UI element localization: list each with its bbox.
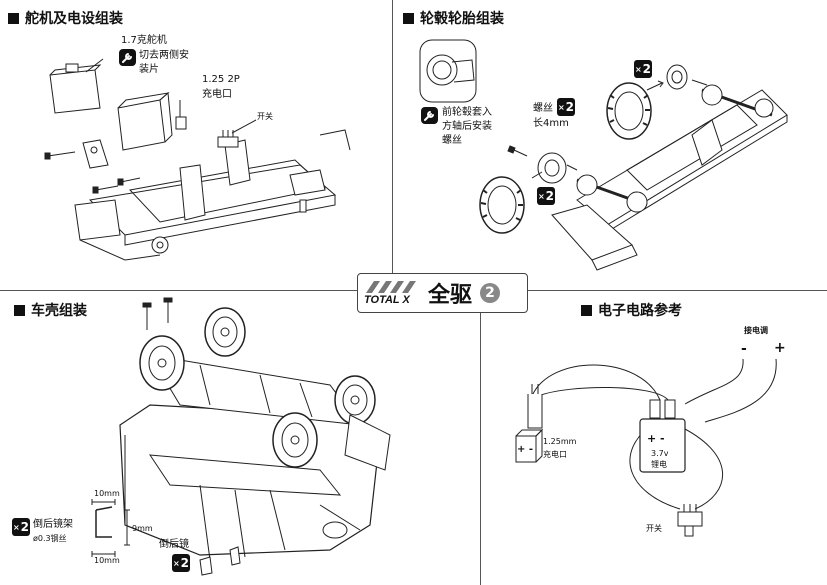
vertical-divider-top [392, 0, 393, 276]
total-x-logo: TOTAL X 全驱 2 [357, 273, 528, 313]
bracket-label: 倒后镜架 [33, 519, 73, 530]
bracket-quantity-badge: ×2 [12, 518, 30, 536]
logo-name: 全驱 [428, 283, 473, 308]
battery-label-1: 3.7v [651, 449, 669, 458]
hub-note-2: 方轴后安装 [442, 121, 492, 132]
mirror-label: 倒后镜 [159, 539, 189, 550]
x-icon: × [557, 102, 565, 112]
x-icon: × [634, 64, 642, 74]
battery-pins-label: + - [647, 432, 665, 445]
dim-bottom-label: 10mm [94, 556, 120, 565]
x-icon: × [12, 522, 20, 532]
x-icon: × [172, 558, 180, 568]
logo-brand: TOTAL X [364, 294, 410, 306]
quantity-badge-upper: ×2 [634, 60, 652, 78]
esc-plus-label: + [774, 340, 786, 356]
esc-minus-label: - [741, 341, 747, 357]
servo-section-title: 舵机及电设组装 [8, 8, 123, 28]
battery-label-2: 锂电 [651, 460, 667, 469]
hub-note-3: 螺丝 [442, 135, 462, 146]
circuit-switch-label: 开关 [646, 524, 662, 533]
servo-assembly-drawing [44, 58, 351, 261]
esc-label: 接电调 [744, 326, 768, 335]
dim-top-label: 10mm [94, 489, 120, 498]
title-square-icon [14, 304, 25, 316]
title-square-icon [403, 12, 414, 24]
quantity-badge-lower: ×2 [537, 187, 555, 205]
port-label-1: 1.25 2P [202, 74, 240, 85]
tire-shapes [139, 307, 376, 468]
screw-label-2: 长4mm [533, 118, 569, 129]
quantity-badge-screw: ×2 [557, 98, 575, 116]
body-section-title: 车壳组装 [14, 300, 87, 320]
switch-label: 开关 [257, 112, 273, 121]
circuit-diagram [515, 358, 777, 537]
wrench-icon [421, 107, 438, 124]
wrench-icon [119, 49, 136, 66]
wheels-section-title: 轮毂轮胎组装 [403, 8, 504, 28]
port-label-1: 1.25mm [543, 437, 577, 446]
servo-label-2: 切去两侧安 [139, 50, 189, 61]
wheels-assembly-drawing [419, 39, 788, 271]
bracket-wire-label: ø0.3钢丝 [33, 534, 67, 543]
dim-side-label: 9mm [132, 524, 153, 533]
port-label-2: 充电口 [202, 89, 232, 100]
hub-note-1: 前轮毂套入 [442, 107, 492, 118]
vertical-divider-bottom [480, 304, 481, 585]
circuit-section-title: 电子电路参考 [581, 300, 682, 320]
port-label-2: 充电口 [543, 450, 567, 459]
screw-label-1: 螺丝 [533, 103, 553, 114]
mirror-quantity-badge: ×2 [172, 554, 190, 572]
title-square-icon [581, 304, 592, 316]
title-square-icon [8, 12, 19, 24]
servo-label-3: 装片 [139, 64, 159, 75]
logo-number: 2 [480, 283, 501, 303]
servo-label-1: 1.7克舵机 [121, 35, 167, 46]
port-pins-label: + - [517, 444, 534, 455]
body-assembly-drawing [91, 297, 391, 576]
x-icon: × [537, 191, 545, 201]
xxx-mark-icon [366, 281, 416, 293]
